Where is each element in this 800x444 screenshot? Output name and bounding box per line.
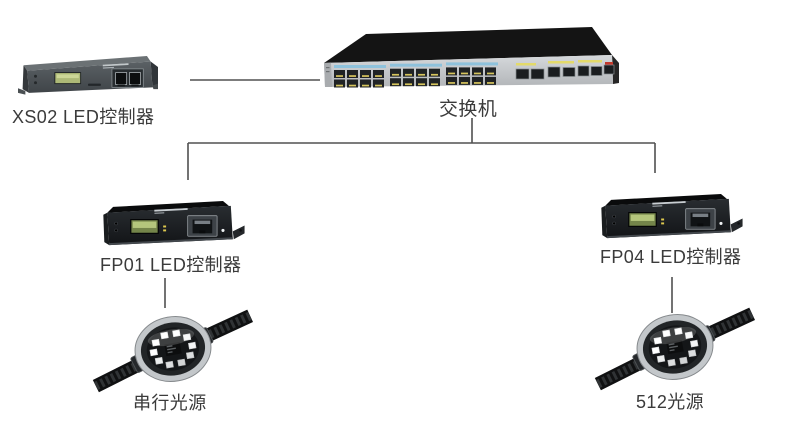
ethernet-switch-image	[324, 27, 619, 91]
xs02-controller-image	[18, 56, 158, 95]
fp01-label: FP01 LED控制器	[100, 255, 242, 275]
512-light-label: 512光源	[636, 392, 705, 412]
512-light-image	[592, 298, 758, 396]
xs02-label: XS02 LED控制器	[12, 107, 155, 127]
fp04-label: FP04 LED控制器	[600, 247, 742, 267]
serial-light-image	[90, 300, 256, 398]
switch-label: 交换机	[439, 99, 498, 120]
fp04-controller-image	[600, 193, 743, 239]
serial-light-label: 串行光源	[133, 393, 207, 413]
fp01-controller-image	[102, 200, 245, 246]
